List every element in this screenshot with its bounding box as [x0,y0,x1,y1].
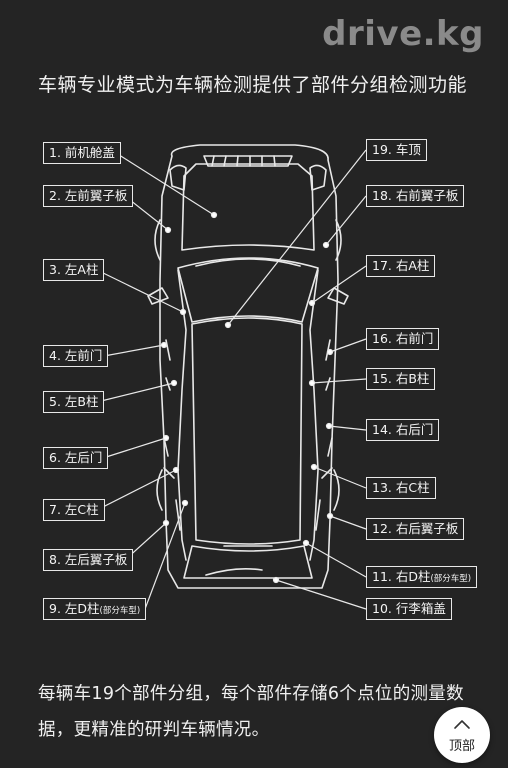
chevron-up-icon [454,720,470,729]
summary-text: 每辆车19个部件分组，每个部件存储6个点位的测量数据，更精准的研判车辆情况。 [38,684,464,740]
part-label-4: 4. 左前门 [43,345,109,367]
windshield [177,257,319,323]
part-label-18: 18. 右前翼子板 [366,185,465,207]
part-label-8: 8. 左后翼子板 [43,549,134,571]
part-label-1: 1. 前机舱盖 [43,142,121,164]
part-label-9: 9. 左D柱(部分车型) [43,598,147,620]
car-body-outline [159,144,339,589]
part-label-10: 10. 行李箱盖 [366,598,452,620]
part-label-12: 12. 右后翼子板 [366,518,465,540]
back-to-top-label: 顶部 [448,739,475,754]
page-headline: 车辆专业模式为车辆检测提供了部件分组检测功能 [38,74,468,96]
part-label-3: 3. 左A柱 [43,259,105,281]
part-label-19: 19. 车顶 [366,139,427,161]
part-label-9-text: 9. 左D柱 [49,601,100,616]
part-label-16: 16. 右前门 [366,328,440,350]
part-label-13: 13. 右C柱 [366,477,436,499]
left-mirror [147,287,169,305]
part-label-11-text: 11. 右D柱 [372,569,431,584]
part-label-6: 6. 左后门 [43,447,109,469]
back-to-top-button[interactable]: 顶部 [434,707,490,763]
part-label-9-note: (部分车型) [99,606,141,616]
part-label-5: 5. 左B柱 [43,391,105,413]
part-label-11-note: (部分车型) [430,574,472,584]
part-label-7: 7. 左C柱 [43,499,105,521]
watermark-logo: drive.kg [322,14,484,54]
part-label-2: 2. 左前翼子板 [43,185,134,207]
part-label-17: 17. 右A柱 [366,255,436,277]
right-mirror [327,287,349,305]
part-label-11: 11. 右D柱(部分车型) [366,566,478,588]
hood-outline [181,163,315,251]
roof-outline [191,317,303,545]
part-label-15: 15. 右B柱 [366,368,436,390]
part-label-14: 14. 右后门 [366,419,440,441]
